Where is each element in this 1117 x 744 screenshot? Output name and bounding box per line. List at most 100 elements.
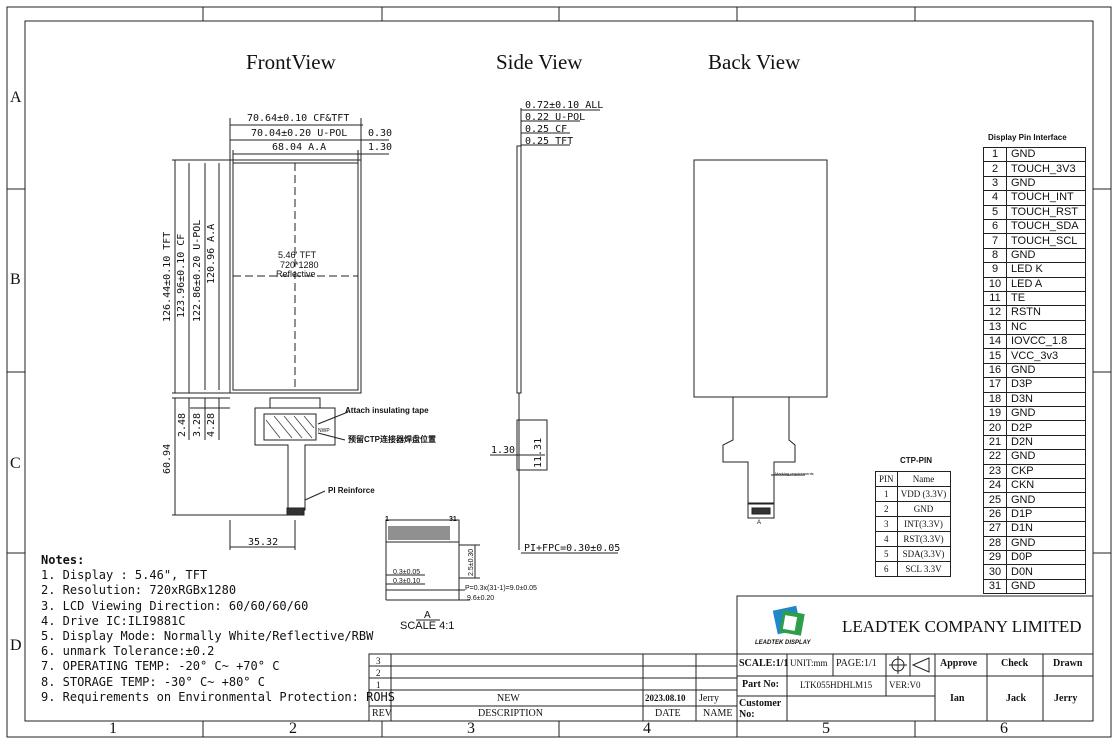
pin-signal: TOUCH_SCL [1006, 233, 1086, 249]
grid-col-4: 4 [643, 720, 651, 737]
tb-check: Check [1001, 658, 1029, 669]
tb-unit: UNIT:mm [790, 658, 828, 668]
dim-upol-width: 70.04±0.20 U-POL [251, 128, 348, 139]
pin-number: 30 [983, 564, 1007, 580]
panel-size-label: 5.46' TFT [278, 250, 317, 260]
pin-signal: GND [1006, 362, 1086, 379]
dim-side-1131: 11.31 [533, 437, 544, 468]
note-4: 4. Drive IC:ILI9881C [41, 613, 186, 628]
pin-signal: GND [1006, 492, 1086, 508]
dim-aa-width: 68.04 A.A [272, 142, 327, 153]
ctp-pin-number: 4 [875, 531, 898, 547]
pin-signal: TOUCH_3V3 [1006, 161, 1086, 177]
ctp-pin-name: RST(3.3V) [896, 531, 951, 547]
pin-number: 17 [983, 377, 1007, 393]
note-2: 2. Resolution: 720xRGBx1280 [41, 583, 237, 598]
pin-number: 1 [983, 146, 1007, 163]
pin-signal: LED K [1006, 262, 1086, 278]
notes-block: Notes: 1. Display : 5.46", TFT 2. Resolu… [41, 553, 395, 705]
logo-text: LEADTEK DISPLAY [755, 640, 811, 646]
pin-number: 15 [983, 348, 1007, 364]
pin-signal: GND [1006, 175, 1086, 192]
dim-cf-thickness: 0.25 CF [525, 124, 568, 135]
pin-signal: D3N [1006, 391, 1086, 408]
pin-number: 29 [983, 549, 1007, 566]
rev-header-name: NAME [703, 708, 733, 719]
dim-fpc-offset: 35.32 [248, 537, 279, 548]
pin-number: 24 [983, 477, 1007, 494]
pin-number: 14 [983, 334, 1007, 350]
pin-number: 4 [983, 190, 1007, 206]
grid-row-d: D [10, 637, 22, 654]
notes-title: Notes: [41, 553, 85, 567]
pin-signal: TOUCH_RST [1006, 204, 1086, 220]
pin-signal: LED A [1006, 276, 1086, 292]
grid-row-c: C [10, 455, 21, 472]
ctp-pin-name: SDA(3.3V) [896, 546, 951, 562]
dim-cf-height: 123.96±0.10 CF [176, 233, 187, 318]
tiny-nwp-label: NWP [318, 428, 330, 434]
pin-signal: D2P [1006, 420, 1086, 436]
note-9: 9. Requirements on Environmental Protect… [41, 689, 396, 704]
dim-tft-thickness: 0.25 TFT [525, 136, 574, 147]
dim-upol-height: 122.86±0.20 U-POL [192, 219, 203, 322]
dim-fpc-428: 4.28 [206, 412, 217, 437]
pin-number: 3 [983, 175, 1007, 192]
ctp-header-name: Name [896, 471, 951, 487]
company-name: LEADTEK COMPANY LIMITED [842, 617, 1082, 636]
pin-number: 10 [983, 276, 1007, 292]
ctp-pin-name: GND [896, 501, 951, 517]
pin-number: 19 [983, 406, 1007, 422]
pin-signal: VCC_3v3 [1006, 348, 1086, 364]
detail-label: A [424, 610, 431, 621]
back-view-title: Back View [708, 50, 801, 74]
rev-mark-1: 1 [376, 680, 381, 690]
grid-col-5: 5 [822, 720, 830, 737]
grid-col-3: 3 [467, 720, 475, 737]
pin-signal: TE [1006, 290, 1086, 307]
pin-signal: IOVCC_1.8 [1006, 334, 1086, 350]
pin-signal: NC [1006, 319, 1086, 336]
pin-number: 7 [983, 233, 1007, 249]
dim-cf-tft-width: 70.64±0.10 CF&TFT [247, 113, 350, 124]
dim-aa-height: 120.96 A.A [206, 223, 217, 284]
pin-signal: D3P [1006, 377, 1086, 393]
tb-drawn: Drawn [1053, 658, 1083, 669]
front-view-title: FrontView [246, 50, 336, 74]
rev-header-date: DATE [655, 708, 681, 719]
rev-description: NEW [497, 693, 520, 704]
detail-dim-2: 0.3±0.10 [393, 578, 421, 585]
dim-side-130: 1.30 [491, 445, 516, 456]
dim-total-height: 60.94 [162, 443, 173, 474]
note-insulating-tape: Attach insulating tape [345, 406, 429, 415]
back-marker-a: A [757, 520, 762, 526]
pin-signal: RSTN [1006, 305, 1086, 321]
pin-number: 16 [983, 362, 1007, 379]
pin-number: 9 [983, 262, 1007, 278]
marking-note: Marking requirements [775, 471, 814, 476]
tb-part-no: LTK055HDHLM15 [800, 680, 873, 690]
pin-signal: D0P [1006, 549, 1086, 566]
detail-pin-last: 31 [449, 516, 457, 523]
pin-number: 26 [983, 506, 1007, 523]
pin-number: 27 [983, 521, 1007, 537]
